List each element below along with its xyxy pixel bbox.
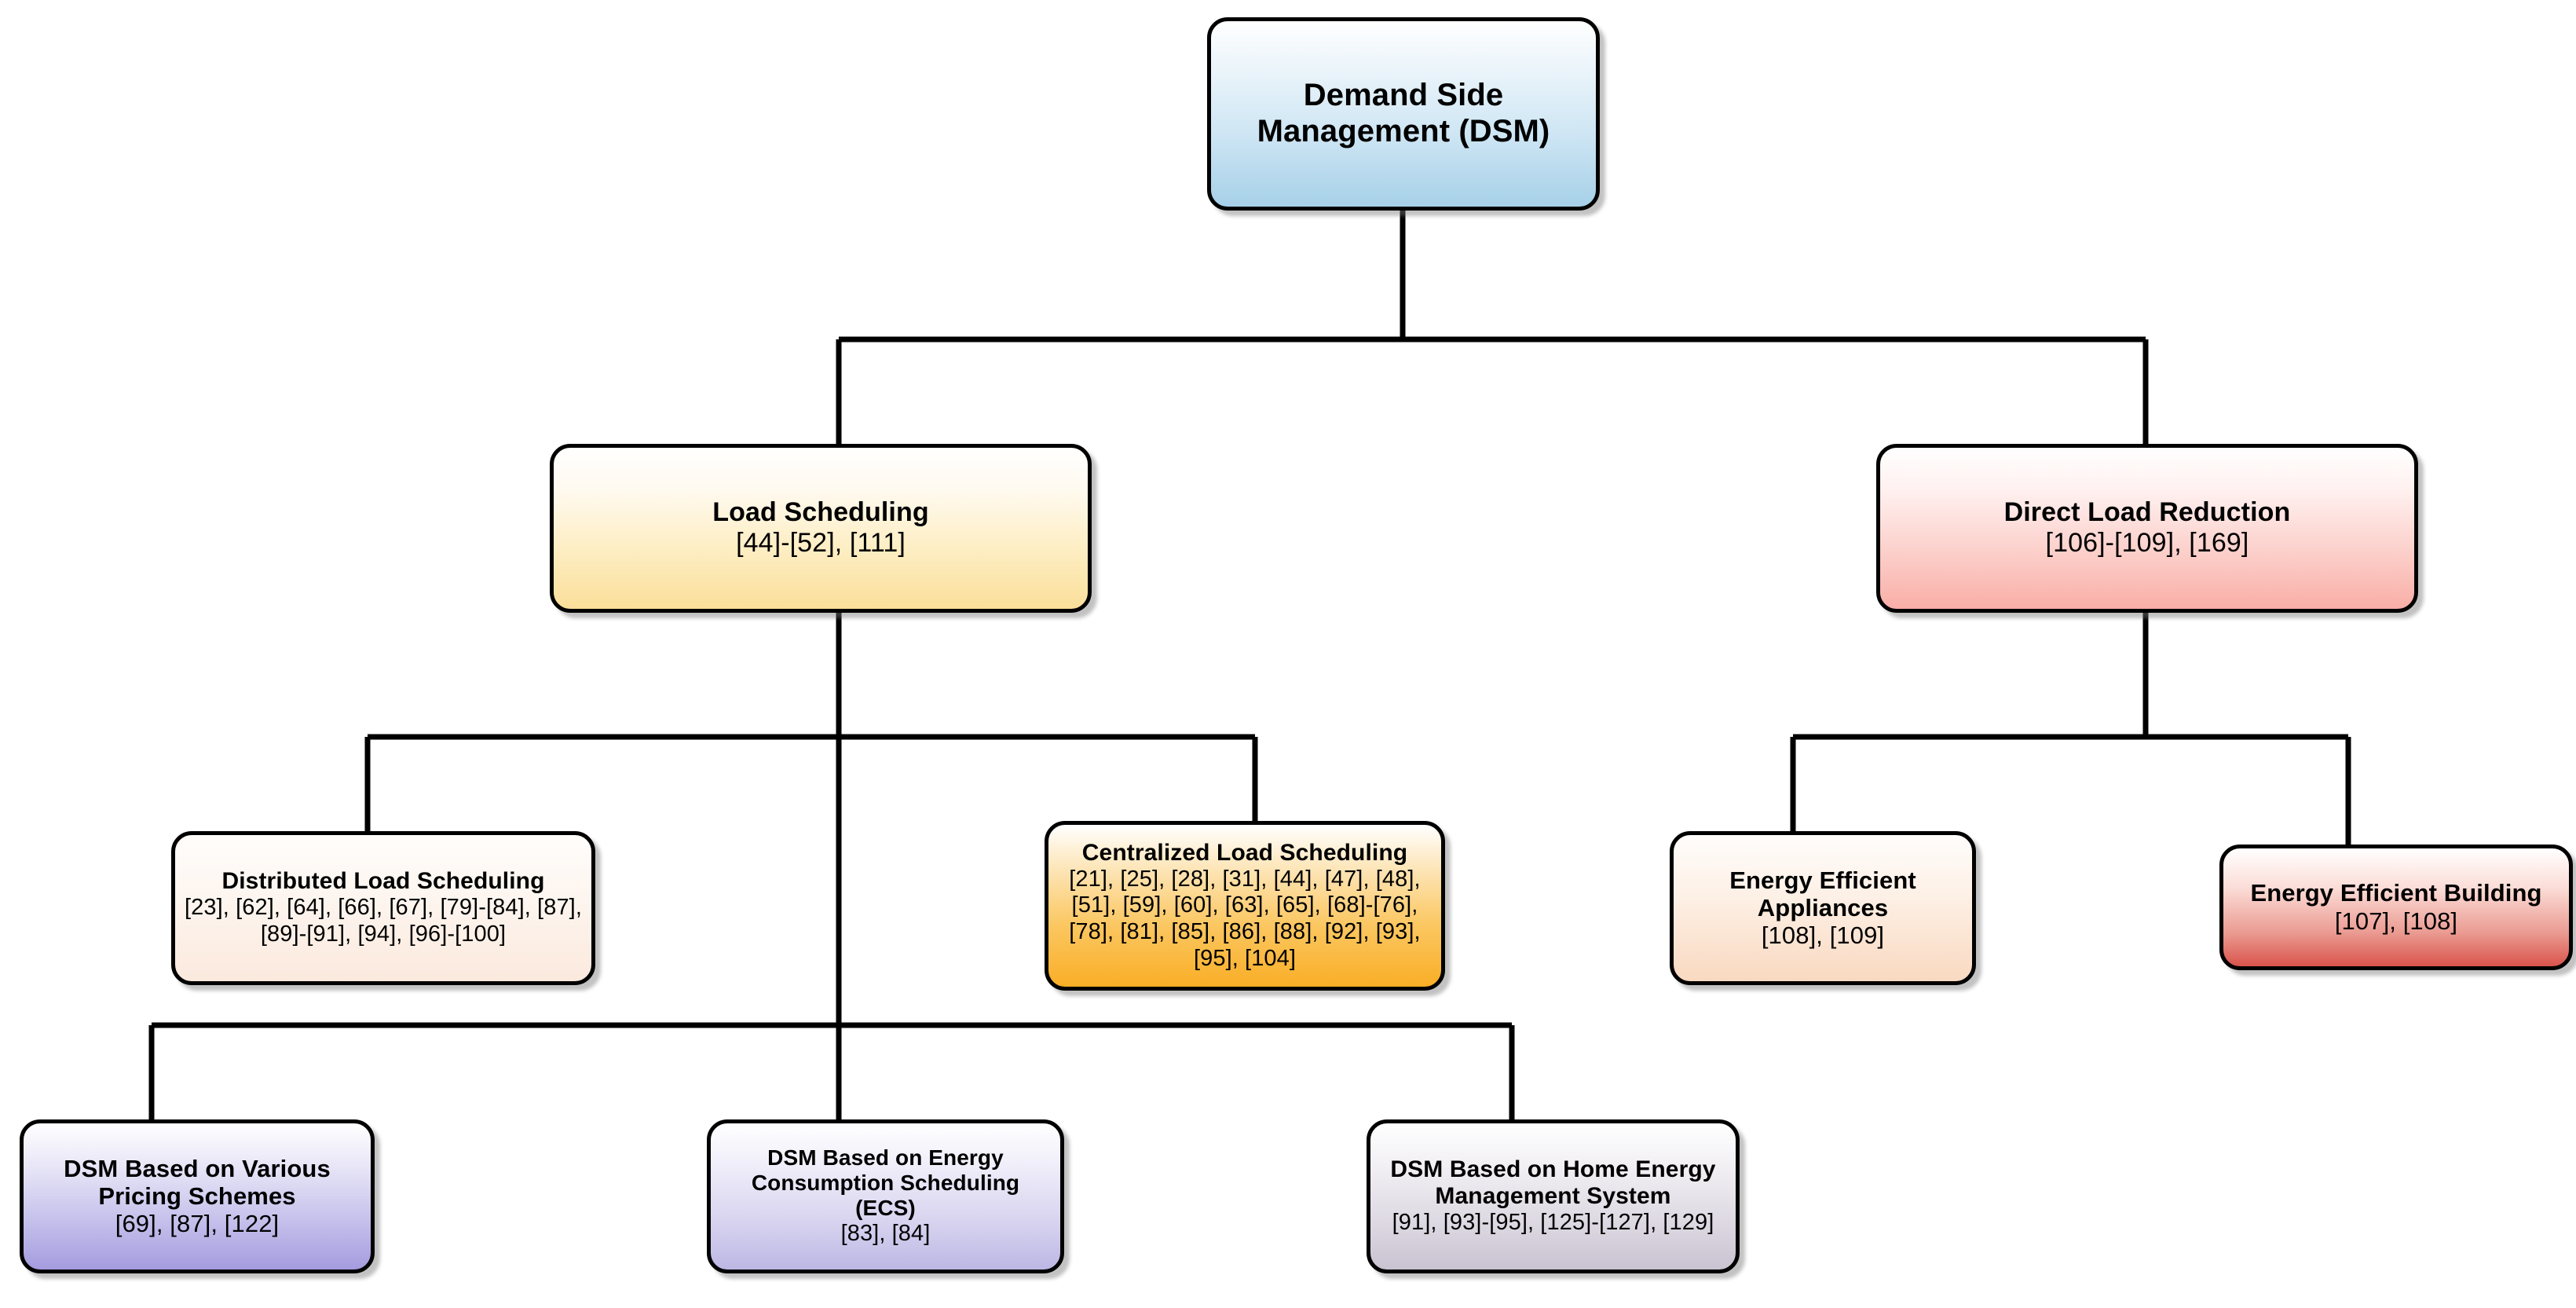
node-energy-efficient-building[interactable]: Energy Efficient Building [107], [108]: [2219, 845, 2573, 970]
node-references: [23], [62], [64], [66], [67], [79]-[84],…: [185, 895, 582, 947]
node-title: Energy Efficient Building: [2250, 879, 2542, 907]
node-dsm-hems[interactable]: DSM Based on Home Energy Management Syst…: [1367, 1119, 1740, 1273]
node-title: DSM Based on Home Energy Management Syst…: [1390, 1156, 1715, 1210]
node-title-line1: DSM Based on Home Energy: [1390, 1156, 1716, 1182]
node-title-line1: Demand Side: [1303, 78, 1504, 113]
node-title-line2: Management System: [1435, 1183, 1671, 1210]
node-title-line1: Energy Efficient: [1729, 866, 1916, 894]
node-title: Centralized Load Scheduling: [1081, 839, 1408, 866]
node-title-line2: Appliances: [1757, 894, 1889, 922]
node-title-line2: Pricing Schemes: [98, 1182, 296, 1211]
node-title: Demand Side Management (DSM): [1257, 78, 1550, 149]
node-title-line2: Management (DSM): [1257, 114, 1550, 148]
node-dsm-ecs[interactable]: DSM Based on Energy Consumption Scheduli…: [707, 1119, 1064, 1273]
node-title: Distributed Load Scheduling: [221, 868, 545, 895]
node-demand-side-management[interactable]: Demand Side Management (DSM): [1207, 17, 1600, 211]
node-load-scheduling[interactable]: Load Scheduling [44]-[52], [111]: [550, 444, 1092, 613]
node-references: [21], [25], [28], [31], [44], [47], [48]…: [1069, 866, 1421, 971]
node-references: [83], [84]: [840, 1221, 931, 1247]
node-references: [69], [87], [122]: [115, 1210, 280, 1238]
node-references: [106]-[109], [169]: [2045, 528, 2249, 559]
node-direct-load-reduction[interactable]: Direct Load Reduction [106]-[109], [169]: [1876, 444, 2418, 613]
node-title: DSM Based on Energy Consumption Scheduli…: [719, 1145, 1052, 1221]
node-title: Direct Load Reduction: [2003, 497, 2291, 528]
node-title-line2: Consumption Scheduling (ECS): [751, 1171, 1020, 1221]
node-title: DSM Based on Various Pricing Schemes: [64, 1155, 331, 1211]
node-dsm-pricing-schemes[interactable]: DSM Based on Various Pricing Schemes [69…: [20, 1119, 375, 1273]
node-distributed-load-scheduling[interactable]: Distributed Load Scheduling [23], [62], …: [171, 831, 595, 985]
node-references: [107], [108]: [2334, 907, 2458, 935]
node-title: Load Scheduling: [712, 497, 929, 528]
node-energy-efficient-appliances[interactable]: Energy Efficient Appliances [108], [109]: [1670, 831, 1976, 985]
node-references: [108], [109]: [1761, 921, 1885, 950]
node-centralized-load-scheduling[interactable]: Centralized Load Scheduling [21], [25], …: [1045, 821, 1445, 991]
node-title-line1: DSM Based on Various: [64, 1154, 331, 1182]
node-title-line1: DSM Based on Energy: [767, 1145, 1004, 1171]
node-references: [44]-[52], [111]: [736, 528, 906, 559]
node-references: [91], [93]-[95], [125]-[127], [129]: [1392, 1210, 1714, 1236]
node-title: Energy Efficient Appliances: [1729, 867, 1916, 922]
